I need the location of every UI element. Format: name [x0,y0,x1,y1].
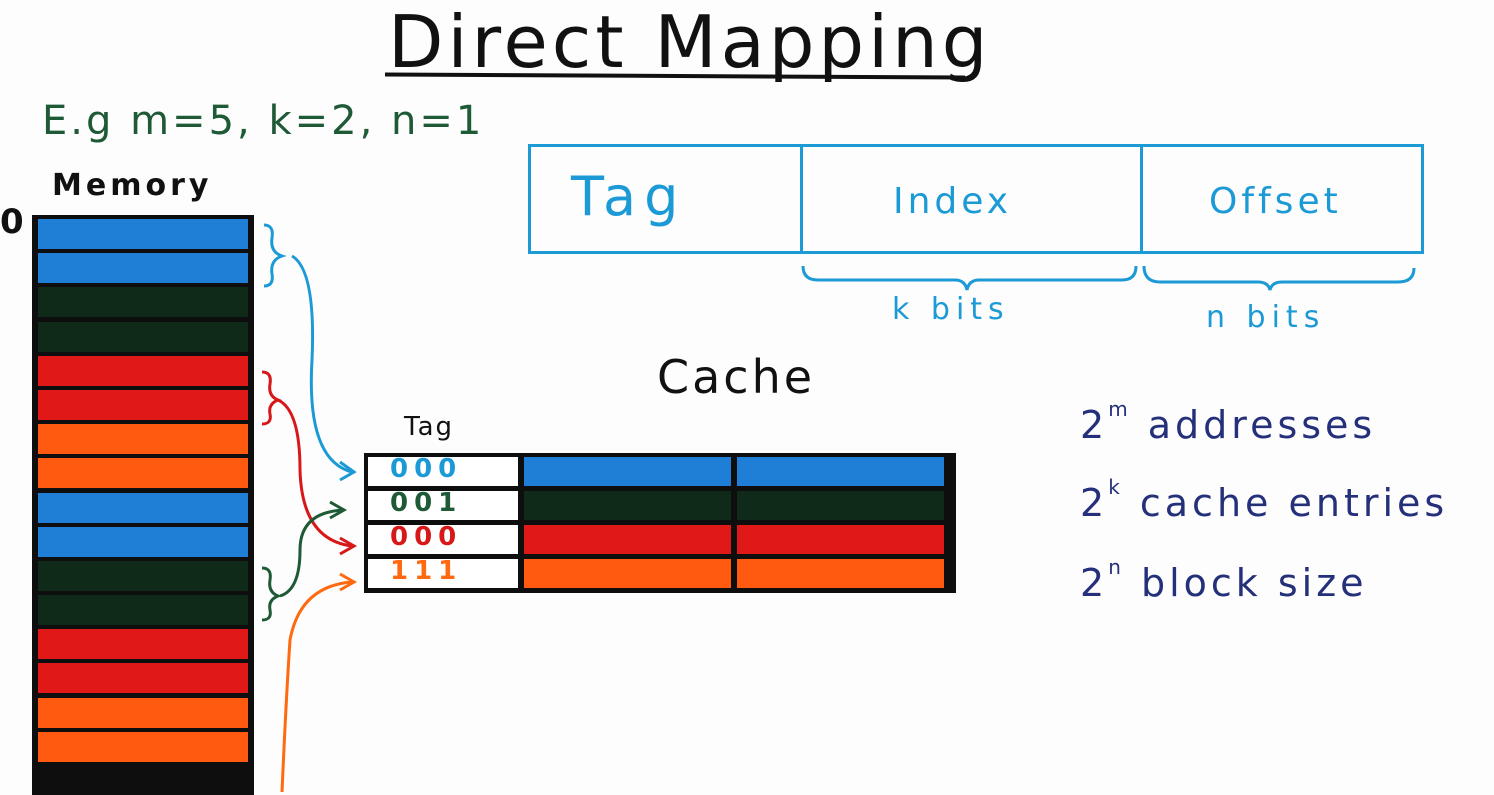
address-field-offset-label: Offset [1209,181,1342,222]
red-arrowhead [339,536,358,556]
cache-data-cell [524,491,731,520]
memory-block [38,287,248,318]
red-brace [261,370,283,426]
green-arrow [279,508,345,598]
memory-block [38,389,248,420]
address-field-tag: Tag [531,147,803,251]
example-parameters: E.g m=5, k=2, n=1 [42,98,485,144]
cache-data-cell [524,457,731,486]
memory-block [38,697,248,728]
cache-data-cell [524,559,731,588]
address-field-offset: Offset [1143,147,1421,251]
orange-arrowhead [339,572,358,592]
memory-block [38,595,248,626]
cache-title: Cache [657,350,816,404]
cache-tag-cell: 001 [368,488,518,520]
cache-data-cell [737,559,944,588]
index-brace [801,265,1138,291]
offset-bits-label: n bits [1206,300,1326,335]
diagram-title: Direct Mapping [388,0,992,84]
cache-tag-value: 111 [390,556,463,586]
red-arrow [277,398,353,548]
blue-brace [263,223,287,288]
cache-tag-cell: 000 [368,522,518,554]
cache-row: 111 [368,556,952,588]
memory-block [38,321,248,352]
memory-block [38,731,248,762]
blue-arrowhead [339,460,357,482]
legend-block-text: block size [1140,561,1368,605]
address-field-tag-label: Tag [571,165,687,228]
cache-tag-value: 000 [390,454,463,484]
cache-row: 001 [368,488,952,520]
memory-block [38,663,248,694]
cache-table: 000 001 000 111 [364,453,956,593]
blue-arrow [291,254,353,474]
cache-tag-value: 001 [390,488,463,518]
legend-block-base: 2 [1080,561,1109,605]
cache-data-cell [524,525,731,554]
orange-arrow [280,580,353,792]
cache-data-cell [737,491,944,520]
memory-block [38,526,248,557]
index-bits-label: k bits [892,292,1010,327]
cache-data-cell [737,525,944,554]
legend-block-exp: n [1108,555,1125,580]
cache-row: 000 [368,522,952,554]
legend-addresses-base: 2 [1080,403,1109,447]
address-field-index-label: Index [893,181,1013,222]
cache-data-cell [737,457,944,486]
legend-addresses-text: addresses [1147,403,1377,447]
memory-block [38,458,248,489]
memory-block [38,560,248,591]
legend-entries-base: 2 [1080,481,1109,525]
memory-block [38,355,248,386]
address-field-index: Index [803,147,1143,251]
green-brace [261,566,283,622]
green-arrowhead [329,500,348,520]
legend-entries-text: cache entries [1139,481,1449,525]
cache-tag-value: 000 [390,522,463,552]
memory-label: Memory [52,168,213,203]
memory-column [32,215,254,795]
address-format: Tag Index Offset [528,144,1424,254]
cache-tag-cell: 111 [368,556,518,588]
legend-addresses-exp: m [1108,397,1132,422]
legend-addresses: 2m addresses [1080,397,1377,447]
legend-block-size: 2n block size [1080,555,1368,605]
cache-tag-cell: 000 [368,454,518,486]
memory-start-address: 0 [0,202,24,242]
memory-block [38,492,248,523]
memory-block [38,424,248,455]
memory-block [38,253,248,284]
memory-block [38,219,248,249]
offset-brace [1142,265,1416,291]
cache-row: 000 [368,454,952,486]
legend-cache-entries: 2k cache entries [1080,475,1449,525]
memory-block [38,629,248,660]
cache-tag-header: Tag [404,412,455,442]
legend-entries-exp: k [1108,475,1124,500]
